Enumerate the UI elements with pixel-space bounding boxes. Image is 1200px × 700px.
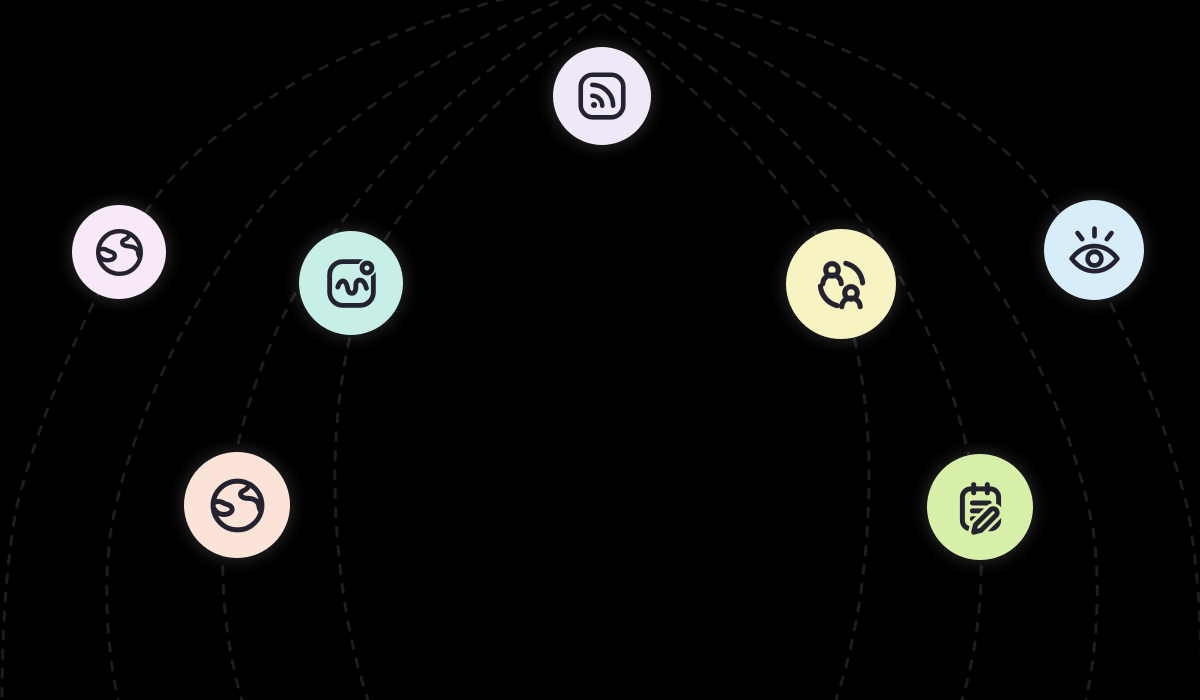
rss-box-icon — [578, 72, 626, 120]
globe-icon — [210, 478, 264, 532]
eye-alert-icon — [1068, 225, 1120, 273]
media-wave-icon — [326, 258, 376, 308]
orbit-right-mid — [637, 0, 1099, 700]
orbit-left-outer — [0, 0, 505, 700]
orbit-right-inner — [612, 3, 983, 700]
users-sync-icon — [817, 260, 865, 309]
notepad-pen-icon — [959, 481, 1003, 538]
node-users-sync[interactable] — [786, 229, 896, 339]
node-rss-feed[interactable] — [553, 47, 651, 145]
node-eye-watch[interactable] — [1044, 200, 1144, 300]
orbit-right-outer — [699, 0, 1200, 661]
orbit-left-mid — [105, 0, 567, 700]
node-notepad[interactable] — [927, 454, 1033, 560]
node-media-wave[interactable] — [299, 231, 403, 335]
orbit-left-inner — [221, 3, 592, 700]
node-globe-left[interactable] — [72, 205, 166, 299]
node-globe-bottom[interactable] — [184, 452, 290, 558]
globe-icon — [95, 228, 143, 276]
